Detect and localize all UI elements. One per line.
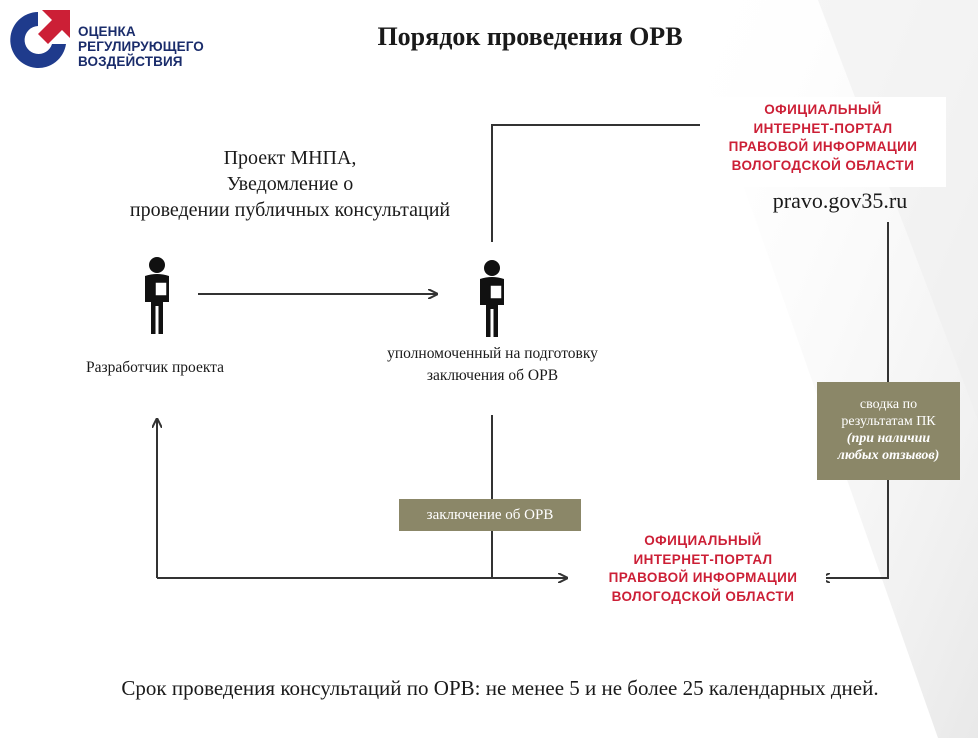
logo: ОЦЕНКА РЕГУЛИРУЮЩЕГО ВОЗДЕЙСТВИЯ xyxy=(4,4,224,84)
logo-text: ОЦЕНКА РЕГУЛИРУЮЩЕГО ВОЗДЕЙСТВИЯ xyxy=(78,24,204,69)
summary-box: сводка по результатам ПК (при наличии лю… xyxy=(817,382,960,480)
footer-note: Срок проведения консультаций по ОРВ: не … xyxy=(121,676,879,700)
page-title: Порядок проведения ОРВ xyxy=(377,22,683,51)
portal-url: pravo.gov35.ru xyxy=(772,188,908,213)
developer-label: Разработчик проекта xyxy=(86,359,224,376)
person-icon xyxy=(145,257,169,334)
person-icon xyxy=(480,260,504,337)
portal-top: ОФИЦИАЛЬНЫЙ ИНТЕРНЕТ-ПОРТАЛ ПРАВОВОЙ ИНФ… xyxy=(700,97,946,187)
document-icon xyxy=(489,284,503,300)
document-icon xyxy=(154,281,168,297)
arrow-to-portal-top xyxy=(491,125,722,242)
authorized-label: уполномоченный на подготовку заключения … xyxy=(387,345,598,384)
conclusion-box: заключение об ОРВ xyxy=(399,499,581,531)
arrow-summary-to-portal-bottom xyxy=(822,480,889,578)
portal-bottom: ОФИЦИАЛЬНЫЙ ИНТЕРНЕТ-ПОРТАЛ ПРАВОВОЙ ИНФ… xyxy=(580,532,826,606)
logo-icon xyxy=(10,10,70,68)
project-description: Проект МНПА, Уведомление о проведении пу… xyxy=(129,147,451,221)
